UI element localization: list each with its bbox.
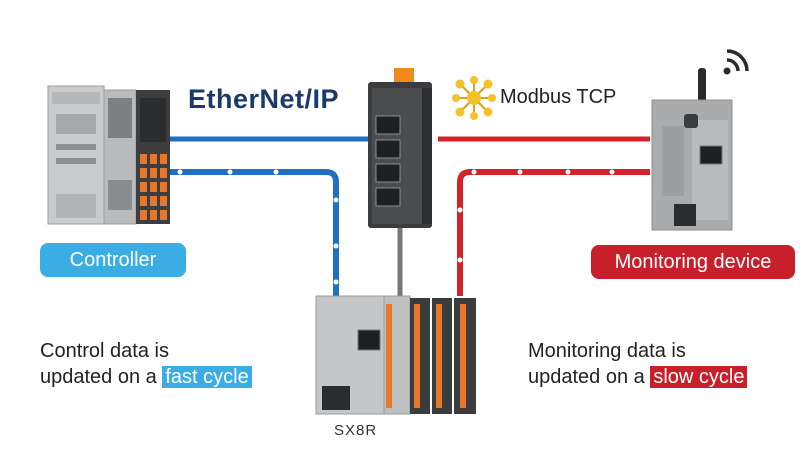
ethernet-switch: [368, 68, 432, 228]
flow-dot: [227, 169, 233, 175]
flow-dot: [517, 169, 523, 175]
flow-dot: [333, 279, 339, 285]
flow-dot: [273, 169, 279, 175]
monitoring-data-caption: Monitoring data is updated on a slow cyc…: [528, 338, 748, 390]
monitoring-caption-line2: updated on a slow cycle: [528, 364, 748, 390]
modbus-network-icon: [452, 76, 496, 120]
control-caption-prefix: updated on a: [40, 366, 163, 388]
controller-badge: Controller: [40, 243, 186, 277]
monitoring-caption-prefix: updated on a: [528, 366, 651, 388]
slow-cycle-highlight: slow cycle: [650, 366, 748, 388]
monitoring-device-badge: Monitoring device: [591, 245, 795, 279]
monitoring-device: [651, 68, 733, 231]
sx8r-remote-io: [315, 295, 476, 415]
flow-dot: [457, 257, 463, 263]
controller-plc: [47, 85, 170, 225]
flow-dot: [177, 169, 183, 175]
flow-dot: [609, 169, 615, 175]
fast-cycle-highlight: fast cycle: [162, 366, 252, 388]
control-caption-line1: Control data is: [40, 340, 169, 362]
flow-dot: [471, 169, 477, 175]
ethernet-ip-logo: EtherNet/IP: [188, 84, 340, 114]
control-data-caption: Control data is updated on a fast cycle: [40, 338, 252, 390]
flow-dot: [457, 207, 463, 213]
modbus-tcp-line-bottom: [457, 169, 650, 296]
flow-dot: [333, 197, 339, 203]
flow-dot: [565, 169, 571, 175]
modbus-tcp-label: Modbus TCP: [500, 86, 617, 108]
control-caption-line2: updated on a fast cycle: [40, 364, 252, 390]
wifi-signal-icon: [723, 49, 749, 75]
ethernet-ip-line-bottom: [170, 169, 339, 296]
monitoring-caption-line1: Monitoring data is: [528, 340, 686, 362]
flow-dot: [333, 243, 339, 249]
sx8r-label: SX8R: [334, 422, 378, 439]
